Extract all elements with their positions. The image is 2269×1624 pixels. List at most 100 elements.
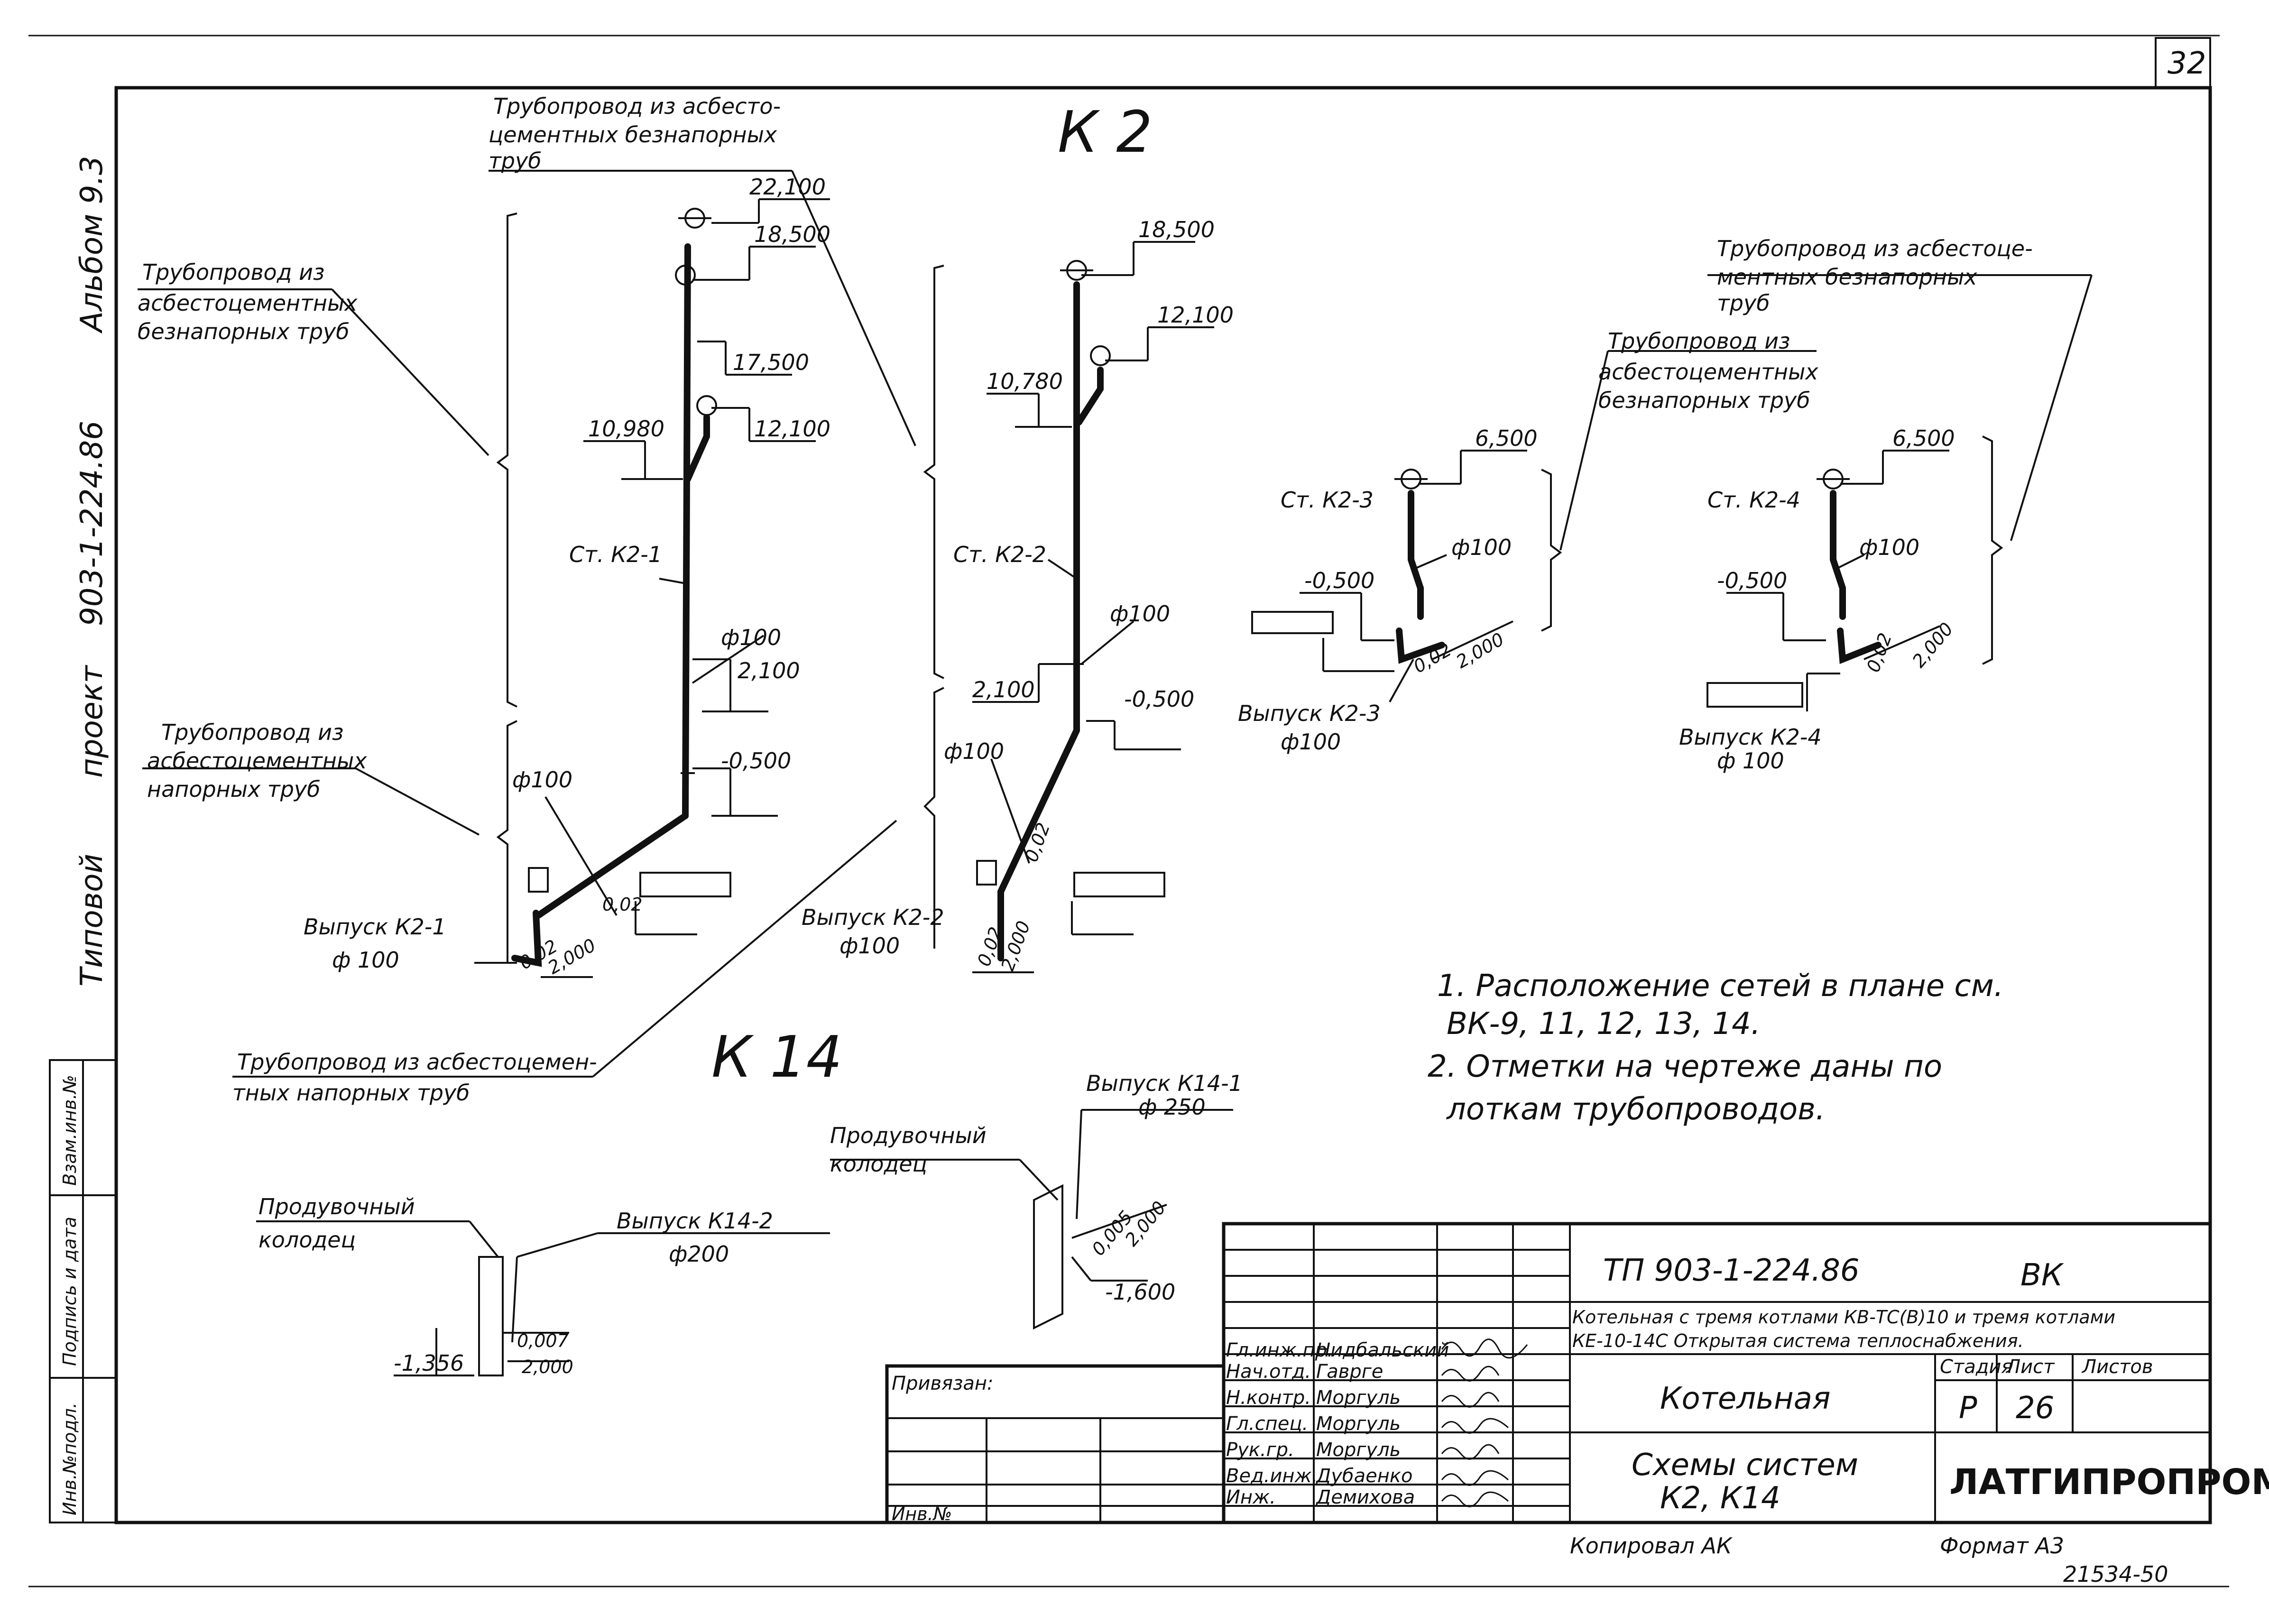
side-labels: Типовой проект 903-1-224.86 Альбом 9.3 <box>74 156 110 987</box>
k14-1-outlet <box>830 1109 1233 1330</box>
k2-1-dia2: ф100 <box>512 767 572 793</box>
svg-text:труб: труб <box>489 148 542 174</box>
k2-1-mark-6: -0,500 <box>721 748 791 774</box>
label-pipe-k14: Трубопровод из асбестоцемен- тных напорн… <box>232 1049 597 1106</box>
stamp-sheet-title-2: К2, К14 <box>1660 1481 1780 1516</box>
k2-1-mark-1: 18,500 <box>754 221 830 247</box>
name-6: Демихова <box>1315 1486 1415 1508</box>
k2-1-mark-0: 22,100 <box>749 174 826 200</box>
side-box-1: Подпись и дата <box>59 1217 80 1366</box>
name-2: Моргуль <box>1316 1387 1401 1409</box>
svg-text:Трубопровод из асбесто-: Трубопровод из асбесто- <box>493 93 781 119</box>
svg-text:безнапорных труб: безнапорных труб <box>1598 388 1810 413</box>
svg-text:асбестоцементных: асбестоцементных <box>138 290 358 316</box>
stamp-sheet-title-1: Схемы систем <box>1632 1448 1858 1483</box>
k2-2-mark-4: -0,500 <box>1124 686 1194 712</box>
k2-3-slope: 0,02 <box>1410 639 1455 677</box>
stamp-sheet-no: 26 <box>2016 1391 2054 1426</box>
k2-4-outlet-dia: ф 100 <box>1717 748 1784 774</box>
label-pipe-pressure-left: Трубопровод из асбестоцементных напорных… <box>147 720 367 802</box>
k14-1-well-line1: Продувочный <box>830 1123 987 1148</box>
k14-1-mark: -1,600 <box>1105 1279 1175 1305</box>
privyazan-label: Привязан: <box>892 1373 994 1394</box>
svg-text:Трубопровод из: Трубопровод из <box>1608 328 1790 354</box>
svg-text:напорных труб: напорных труб <box>147 776 321 802</box>
braces <box>496 212 2003 963</box>
k2-2-outlet: Выпуск К2-2 <box>802 904 944 930</box>
note-line-1: ВК-9, 11, 12, 13, 14. <box>1447 1006 1761 1042</box>
k2-4-len: 2,000 <box>1908 618 1957 672</box>
privyazan-block <box>885 1364 1226 1524</box>
k2-3-outlet: Выпуск К2-3 <box>1238 701 1381 726</box>
side-project-number: 903-1-224.86 <box>74 421 110 626</box>
riser-k2-3 <box>1251 450 1527 702</box>
role-2: Н.контр. <box>1226 1387 1311 1409</box>
signatures <box>1441 1338 1528 1507</box>
note-line-0: 1. Расположение сетей в плане см. <box>1437 969 2003 1004</box>
k2-3-dia: ф100 <box>1451 535 1512 560</box>
k2-4-dia: ф100 <box>1859 535 1919 560</box>
page-number: 32 <box>2168 46 2206 81</box>
note-line-3: лоткам трубопроводов. <box>1446 1092 1825 1127</box>
svg-text:труб: труб <box>1717 290 1770 316</box>
k14-1-outlet: Выпуск К14-1 <box>1086 1070 1243 1096</box>
k14-2-outlet <box>256 1220 830 1376</box>
role-5: Вед.инж. <box>1226 1465 1318 1487</box>
side-box-0: Взам.инв.№ <box>59 1075 80 1186</box>
k2-1-outlet-dia: ф 100 <box>332 947 399 973</box>
k2-1-mark-4: 10,980 <box>588 416 664 442</box>
stamp-stage-header: Стадия <box>1940 1356 2012 1378</box>
svg-text:асбестоцементных: асбестоцементных <box>147 748 367 774</box>
notes: 1. Расположение сетей в плане см. ВК-9, … <box>1428 969 2003 1127</box>
title-block <box>1222 1222 2212 1524</box>
stamp-mark: ВК <box>2020 1258 2064 1293</box>
k2-2-mark-3: 2,100 <box>972 677 1035 702</box>
name-3: Моргуль <box>1316 1413 1401 1435</box>
side-album: Альбом 9.3 <box>74 156 110 334</box>
k14-1-well-line2: колодец <box>830 1151 927 1177</box>
k2-1-dia: ф100 <box>721 625 781 650</box>
name-1: Гаврге <box>1316 1361 1383 1383</box>
side-stamp-boxes: Взам.инв.№ Подпись и дата Инв.№подл. <box>49 1059 117 1523</box>
label-pipe-left: Трубопровод из асбестоцементных безнапор… <box>138 259 358 344</box>
side-project-word: проект <box>74 664 110 778</box>
name-4: Моргуль <box>1316 1439 1401 1461</box>
k2-2-mark-1: 12,100 <box>1157 302 1234 328</box>
title-k2: К 2 <box>1058 100 1153 166</box>
k14-2-outlet-dia: ф200 <box>669 1241 729 1267</box>
stamp-sheet-header: Лист <box>2005 1356 2055 1378</box>
k2-1-mark-5: 2,100 <box>738 658 800 683</box>
stamp-code: ТП 903-1-224.86 <box>1603 1253 1860 1288</box>
k14-2-well-line2: колодец <box>258 1227 356 1253</box>
label-pipe-top: Трубопровод из асбесто- цементных безнап… <box>489 93 781 174</box>
riser-k2-4 <box>1706 450 1949 711</box>
k2-3-mark-1: -0,500 <box>1304 568 1374 593</box>
k14-2-slope: 0,007 <box>517 1330 569 1351</box>
k2-3-mark-0: 6,500 <box>1475 425 1538 451</box>
k14-2-len: 2,000 <box>522 1356 573 1377</box>
role-0: Гл.инж.пр. <box>1226 1339 1333 1361</box>
k2-4-mark-0: 6,500 <box>1892 425 1955 451</box>
k2-1-name: Ст. К2-1 <box>569 542 662 567</box>
side-series: Типовой <box>74 854 110 987</box>
label-pipe-right: Трубопровод из асбестоце- ментных безнап… <box>1717 236 2033 316</box>
k14-2-outlet: Выпуск К14-2 <box>617 1208 773 1234</box>
note-line-2: 2. Отметки на чертеже даны по <box>1428 1049 1942 1084</box>
k2-3-outlet-dia: ф100 <box>1281 729 1341 755</box>
side-box-2: Инв.№подл. <box>59 1403 80 1515</box>
k14-2-well-line1: Продувочный <box>258 1194 415 1219</box>
k2-2-dia2: ф100 <box>944 738 1004 764</box>
svg-text:тных напорных труб: тных напорных труб <box>232 1080 470 1106</box>
svg-text:ментных безнапорных: ментных безнапорных <box>1717 264 1977 290</box>
riser-k2-1 <box>474 198 830 978</box>
k2-3-name: Ст. К2-3 <box>1281 487 1374 513</box>
page-number-box <box>2155 37 2211 89</box>
svg-text:Трубопровод из асбестоце-: Трубопровод из асбестоце- <box>1717 236 2033 261</box>
stamp-sheets-header: Листов <box>2081 1356 2153 1378</box>
k2-3-len: 2,000 <box>1453 628 1508 673</box>
role-1: Нач.отд. <box>1226 1361 1311 1383</box>
k2-1-outlet: Выпуск К2-1 <box>304 914 446 940</box>
footer-number: 21534-50 <box>2063 1561 2168 1587</box>
k2-1-slope: 0,02 <box>602 894 643 915</box>
